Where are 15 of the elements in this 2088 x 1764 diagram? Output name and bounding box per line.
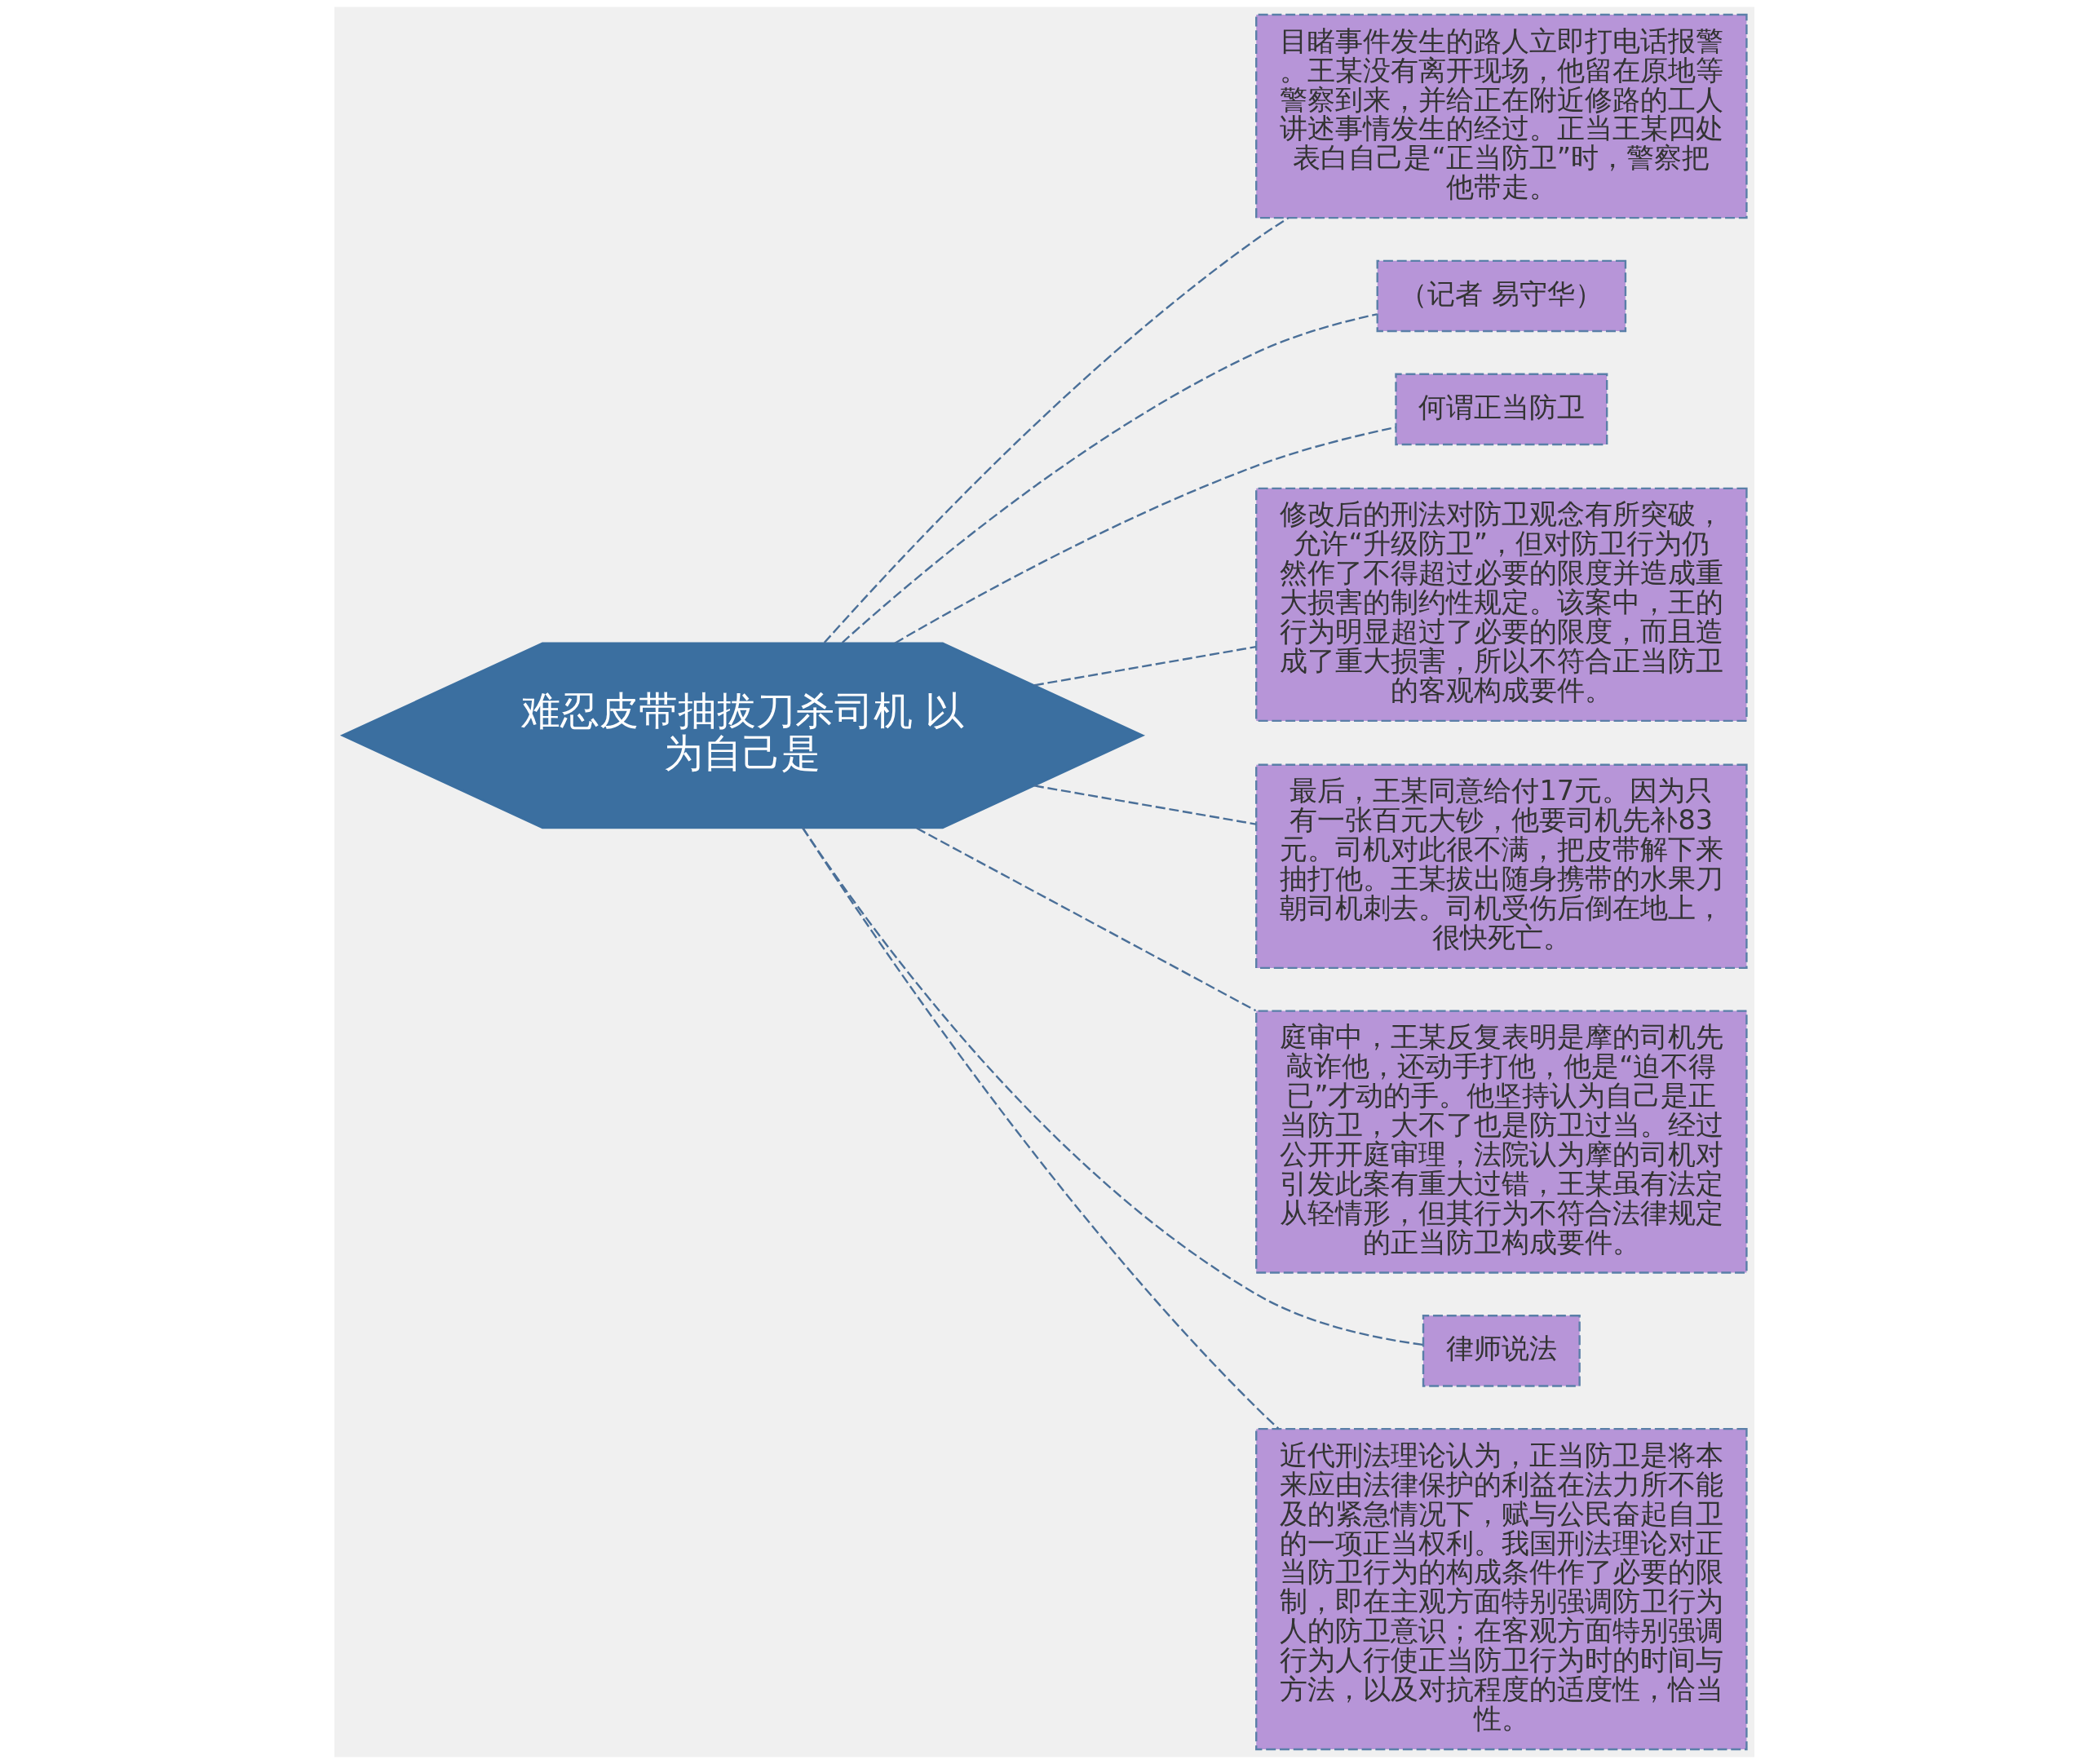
connector [823, 217, 1289, 643]
node-box: 律师说法 [1422, 1315, 1581, 1387]
connector [894, 426, 1396, 644]
connector [801, 827, 1279, 1430]
node-box: （记者 易守华） [1376, 259, 1626, 333]
connector [915, 827, 1256, 1012]
connector [1033, 645, 1256, 687]
node-box: 目睹事件发生的路人立即打电话报警。王某没有离开现场，他留在原地等警察到来，并给正在附近修路的工人讲述事情发生的经过。正当王某四处表白自己是“正当防卫”时，警察把他带走。 [1254, 13, 1748, 219]
connector [1033, 785, 1256, 825]
node-box: 近代刑法理论认为，正当防卫是将本来应由法律保护的利益在法力所不能及的紧急情况下，赋与公民奋起自卫的一项正当权利。我国刑法理论对正当防卫行为的构成条件作了必要的限制，即在主观方面特别强调防卫行为人的防卫意识；在客观方面特别强调行为人行使正当防卫行为时的时间与方法，以及对抗程度的适度性，恰当性。 [1254, 1427, 1748, 1751]
node-box: 庭审中，王某反复表明是摩的司机先敲诈他，还动手打他，他是“迫不得已”才动的手。他坚持认为自己是正当防卫，大不了也是防卫过当。经过公开开庭审理，法院认为摩的司机对引发此案有重大过错，王某虽有法定从轻情形，但其行为不符合法律规定的正当防卫构成要件。 [1254, 1010, 1748, 1274]
connector [841, 313, 1377, 643]
node-box: 最后，王某同意给付17元。因为只有一张百元大钞，他要司机先补83元。司机对此很不满，把皮带解下来抽打他。王某拔出随身携带的水果刀朝司机刺去。司机受伤后倒在地上，很快死亡。 [1254, 763, 1748, 970]
node-box: 修改后的刑法对防卫观念有所突破，允许“升级防卫”，但对防卫行为仍然作了不得超过必要的限度并造成重大损害的制约性规定。该案中，王的行为明显超过了必要的限度，而且造成了重大损害，所以不符合正当防卫的客观构成要件。 [1254, 487, 1748, 723]
node-box: 何谓正当防卫 [1394, 373, 1608, 446]
